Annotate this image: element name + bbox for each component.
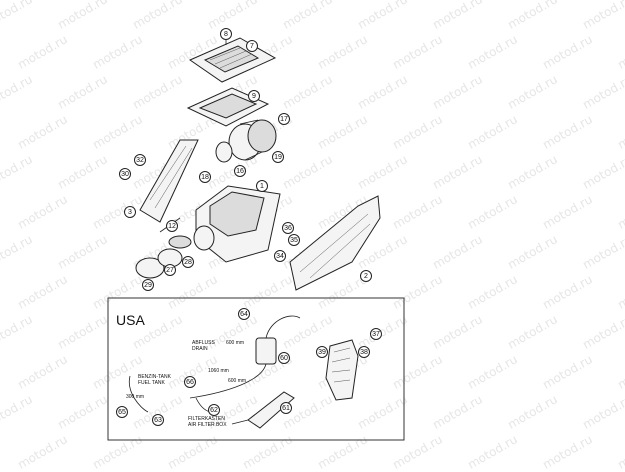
callout-7: 7 bbox=[246, 40, 258, 52]
callout-number: 39 bbox=[318, 349, 326, 356]
callout-1: 1 bbox=[256, 180, 268, 192]
label-length-600-b: 600 mm bbox=[228, 378, 246, 384]
callout-number: 28 bbox=[184, 259, 192, 266]
airbox-lid-frame bbox=[188, 37, 277, 83]
usa-title: USA bbox=[116, 312, 145, 328]
callout-number: 38 bbox=[360, 349, 368, 356]
callout-number: 64 bbox=[240, 311, 248, 318]
air-filter bbox=[215, 119, 277, 163]
label-length-600-a: 600 mm bbox=[226, 340, 244, 346]
intake-snorkel bbox=[325, 339, 359, 401]
callout-27: 27 bbox=[164, 264, 176, 276]
callout-64: 64 bbox=[238, 308, 250, 320]
vent-valve bbox=[231, 391, 295, 429]
callout-number: 9 bbox=[252, 93, 256, 100]
label-drain-de: ABFLUSS bbox=[192, 340, 215, 346]
callout-number: 1 bbox=[260, 183, 264, 190]
label-fuel-tank-de: BENZIN-TANK bbox=[138, 374, 172, 380]
side-panel-right bbox=[289, 195, 381, 291]
callout-61: 61 bbox=[280, 402, 292, 414]
callout-60: 60 bbox=[278, 352, 290, 364]
callout-16: 16 bbox=[234, 165, 246, 177]
callout-number: 61 bbox=[282, 405, 290, 412]
callout-number: 7 bbox=[250, 43, 254, 50]
callout-number: 17 bbox=[280, 116, 288, 123]
callout-35: 35 bbox=[288, 234, 300, 246]
callout-number: 60 bbox=[280, 355, 288, 362]
callout-number: 62 bbox=[210, 407, 218, 414]
callout-3: 3 bbox=[124, 206, 136, 218]
callout-32: 32 bbox=[134, 154, 146, 166]
callout-39: 39 bbox=[316, 346, 328, 358]
callout-66: 66 bbox=[184, 376, 196, 388]
callout-number: 35 bbox=[290, 237, 298, 244]
callout-number: 8 bbox=[224, 31, 228, 38]
callout-18: 18 bbox=[199, 171, 211, 183]
callout-65: 65 bbox=[116, 406, 128, 418]
intake-boot-and-clamps bbox=[135, 217, 192, 279]
callout-number: 29 bbox=[144, 282, 152, 289]
callout-17: 17 bbox=[278, 113, 290, 125]
callout-34: 34 bbox=[274, 250, 286, 262]
callout-number: 34 bbox=[276, 253, 284, 260]
callout-19: 19 bbox=[272, 151, 284, 163]
callout-number: 65 bbox=[118, 409, 126, 416]
callout-number: 30 bbox=[121, 171, 129, 178]
callout-29: 29 bbox=[142, 279, 154, 291]
side-panel-left bbox=[139, 139, 199, 223]
label-length-300: 300 mm bbox=[126, 394, 144, 400]
callout-number: 3 bbox=[128, 209, 132, 216]
callout-38: 38 bbox=[358, 346, 370, 358]
callout-number: 37 bbox=[372, 331, 380, 338]
callout-number: 2 bbox=[364, 273, 368, 280]
air-box bbox=[193, 185, 281, 263]
callout-30: 30 bbox=[119, 168, 131, 180]
callout-37: 37 bbox=[370, 328, 382, 340]
fuel-vent-filter bbox=[128, 315, 301, 413]
label-drain-en: DRAIN bbox=[192, 346, 208, 352]
callout-number: 36 bbox=[284, 225, 292, 232]
callout-62: 62 bbox=[208, 404, 220, 416]
label-fuel-tank-en: FUEL TANK bbox=[138, 380, 166, 386]
callout-number: 19 bbox=[274, 154, 282, 161]
callout-number: 32 bbox=[136, 157, 144, 164]
filter-plate bbox=[186, 87, 270, 127]
usa-inset-frame bbox=[107, 297, 405, 441]
callout-28: 28 bbox=[182, 256, 194, 268]
callout-8: 8 bbox=[220, 28, 232, 40]
callout-63: 63 bbox=[152, 414, 164, 426]
label-filter-box-en: AIR FILTER BOX bbox=[188, 422, 227, 428]
callout-number: 12 bbox=[168, 223, 176, 230]
callout-9: 9 bbox=[248, 90, 260, 102]
callout-number: 27 bbox=[166, 267, 174, 274]
callout-number: 63 bbox=[154, 417, 162, 424]
callout-36: 36 bbox=[282, 222, 294, 234]
callout-number: 16 bbox=[236, 168, 244, 175]
callout-12: 12 bbox=[166, 220, 178, 232]
callout-number: 66 bbox=[186, 379, 194, 386]
label-length-1060: 1060 mm bbox=[208, 368, 229, 374]
callout-2: 2 bbox=[360, 270, 372, 282]
callout-number: 18 bbox=[201, 174, 209, 181]
label-filter-box-de: FILTERKASTEN bbox=[188, 416, 225, 422]
